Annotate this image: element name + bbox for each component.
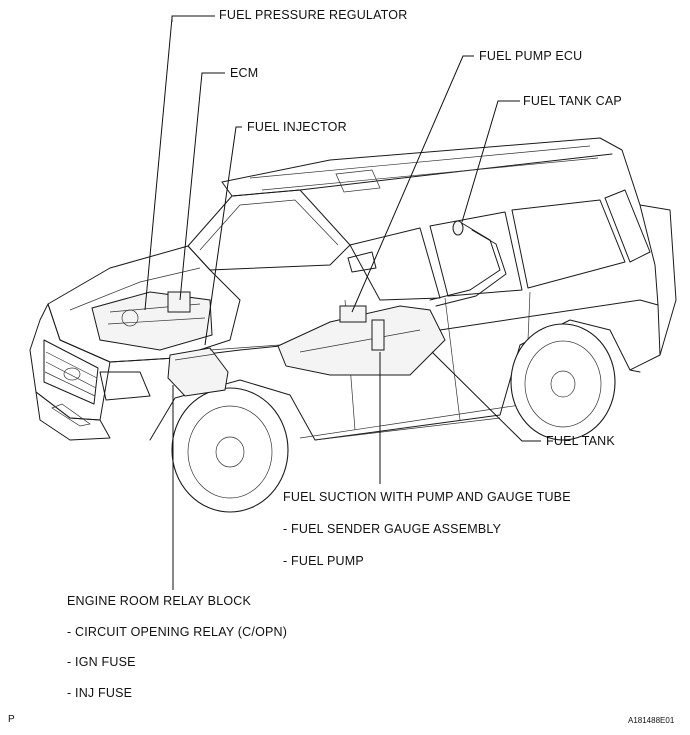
label-fuel-suction-title: FUEL SUCTION WITH PUMP AND GAUGE TUBE	[283, 490, 571, 504]
front-wheel	[171, 387, 289, 513]
corner-code-left: P	[8, 714, 15, 725]
label-engine-room-relay-block: ENGINE ROOM RELAY BLOCK	[67, 594, 252, 608]
leader-ecm	[179, 72, 225, 301]
leader-fuel-tank	[431, 351, 541, 442]
label-fuel-tank-cap: FUEL TANK CAP	[523, 94, 622, 108]
label-fuel-pressure-regulator: FUEL PRESSURE REGULATOR	[219, 8, 408, 22]
leader-fuel-pump-ecu	[351, 55, 474, 313]
label-circuit-opening-relay: - CIRCUIT OPENING RELAY (C/OPN)	[67, 625, 288, 639]
figure-id: A181488E01	[628, 716, 675, 725]
leader-lines	[144, 15, 541, 590]
rear-wheel	[510, 323, 616, 441]
fuel-tank-assembly	[209, 220, 507, 376]
leader-fuel-tank-cap	[461, 100, 520, 223]
label-fuel-tank: FUEL TANK	[546, 434, 615, 448]
ecm-box	[167, 291, 191, 313]
label-ign-fuse: - IGN FUSE	[67, 655, 136, 669]
leader-fuel-pressure-regulator	[144, 15, 215, 311]
label-inj-fuse: - INJ FUSE	[67, 686, 133, 700]
label-ecm: ECM	[230, 66, 259, 80]
relay-block	[167, 347, 229, 397]
label-fuel-pump-ecu: FUEL PUMP ECU	[479, 49, 583, 63]
label-fuel-sender-gauge: - FUEL SENDER GAUGE ASSEMBLY	[283, 522, 502, 536]
vehicle-body	[29, 137, 677, 441]
engine-bay	[91, 291, 213, 351]
label-fuel-pump: - FUEL PUMP	[283, 554, 364, 568]
label-fuel-injector: FUEL INJECTOR	[247, 120, 347, 134]
leader-fuel-injector	[204, 126, 242, 346]
